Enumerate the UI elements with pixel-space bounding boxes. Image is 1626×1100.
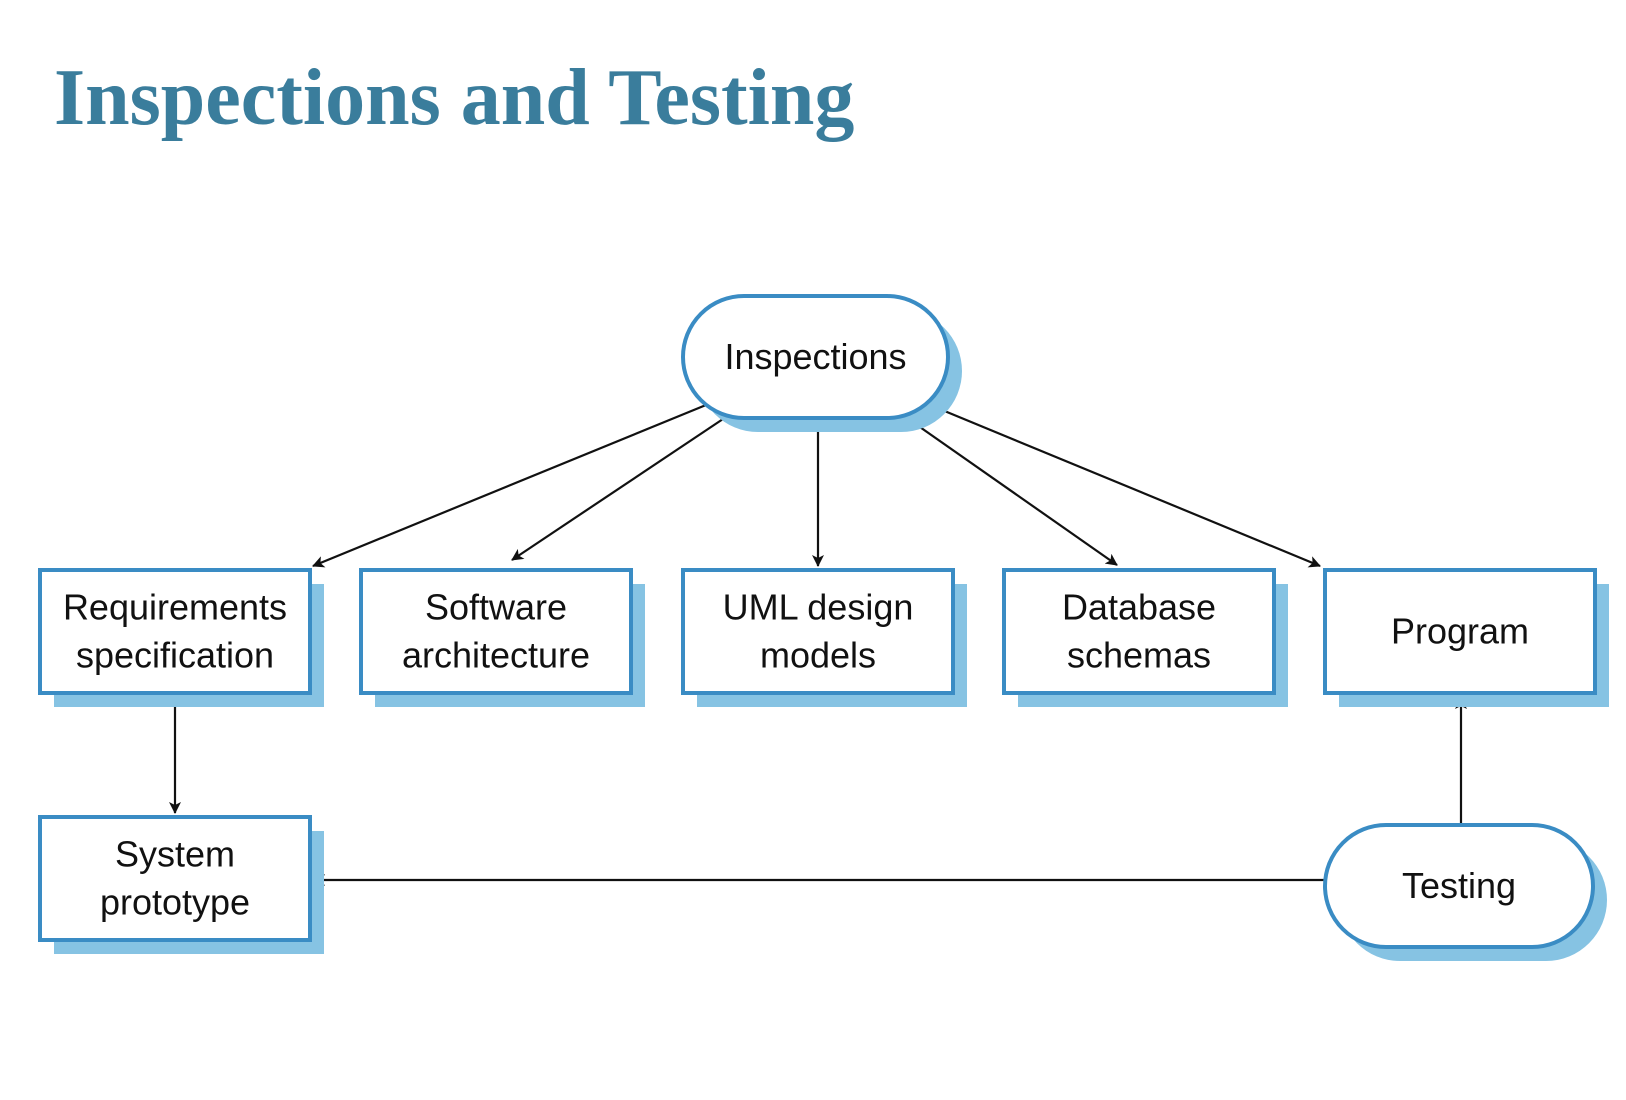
edge-inspections-to-database-schemas [906,417,1118,566]
edge-inspections-to-software-architecture [511,416,727,561]
node-requirements: Requirements specification [38,568,324,707]
node-box [359,568,633,695]
node-label-line: Requirements [63,587,287,628]
node-label-line: models [760,635,876,676]
edges-layer [169,403,1467,886]
node-label-line: Testing [1402,865,1516,906]
node-label-line: specification [76,635,274,676]
node-software-architecture: Software architecture [359,568,645,707]
node-box [681,568,955,695]
node-label-line: Database [1062,587,1216,628]
edge-inspections-to-requirements [312,403,707,568]
node-label-line: schemas [1067,635,1211,676]
node-box [681,294,950,420]
node-label-line: UML design [723,587,914,628]
page-title: Inspections and Testing [54,54,855,142]
node-box [1323,823,1595,949]
node-label-line: Inspections [724,336,906,377]
node-inspections: Inspections [681,294,962,432]
node-label-line: System [115,834,235,875]
node-testing: Testing [1323,823,1607,961]
node-box [38,568,312,695]
node-system-prototype: System prototype [38,815,324,954]
node-box [1323,568,1597,695]
node-box [38,815,312,942]
node-program: Program [1323,568,1609,707]
node-label-line: Program [1391,611,1529,652]
node-database-schemas: Database schemas [1002,568,1288,707]
edge-inspections-to-program [929,403,1321,568]
node-label-line: prototype [100,882,250,923]
node-uml-design-models: UML design models [681,568,967,707]
node-box [1002,568,1276,695]
node-label-line: Software [425,587,567,628]
node-label-line: architecture [402,635,590,676]
